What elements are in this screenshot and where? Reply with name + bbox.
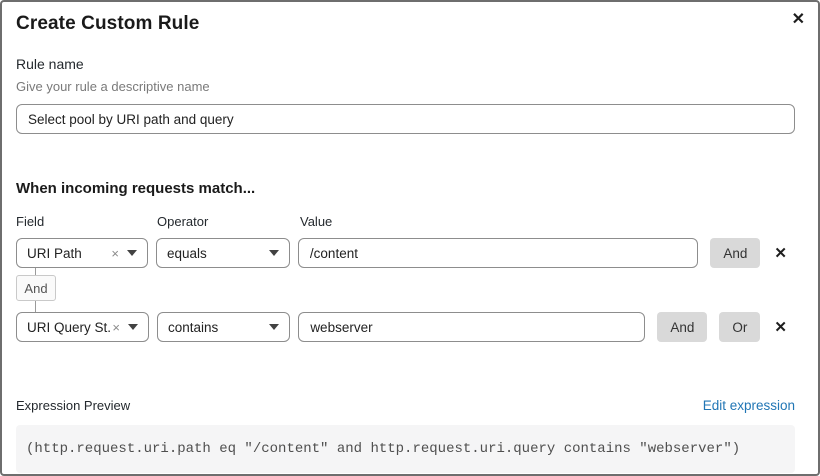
expression-preview-header: Expression Preview Edit expression <box>16 398 795 413</box>
chevron-down-icon <box>126 250 137 256</box>
condition-column-labels: Field Operator Value <box>16 214 795 229</box>
operator-select[interactable]: equals <box>155 238 290 268</box>
field-select[interactable]: URI Path × <box>16 238 148 268</box>
value-input[interactable] <box>298 312 646 342</box>
or-button[interactable]: Or <box>719 312 761 342</box>
operator-select-value: contains <box>168 319 219 335</box>
value-column-label: Value <box>300 214 333 229</box>
condition-row: URI Query St... × contains And Or ✕ <box>16 312 795 342</box>
rule-name-helper: Give your rule a descriptive name <box>16 79 210 94</box>
rule-name-input[interactable] <box>16 104 795 134</box>
chevron-down-icon <box>269 324 280 330</box>
field-select-value: URI Query St... <box>27 319 113 335</box>
field-column-label: Field <box>16 214 45 229</box>
operator-column-label: Operator <box>157 214 209 229</box>
match-section-heading: When incoming requests match... <box>16 180 256 197</box>
and-button[interactable]: And <box>710 238 761 268</box>
and-button[interactable]: And <box>657 312 708 342</box>
remove-condition-icon[interactable]: ✕ <box>768 319 793 336</box>
connector-and-chip: And <box>16 275 56 301</box>
operator-select-value: equals <box>166 245 207 261</box>
chevron-down-icon <box>128 324 138 330</box>
field-select[interactable]: URI Query St... × <box>16 312 149 342</box>
modal-title: Create Custom Rule <box>16 13 200 34</box>
condition-connector: And <box>16 268 56 312</box>
expression-preview-label: Expression Preview <box>16 398 131 413</box>
remove-condition-icon[interactable]: ✕ <box>768 245 793 262</box>
operator-select[interactable]: contains <box>157 312 291 342</box>
clear-selection-icon[interactable]: × <box>111 245 119 261</box>
rule-name-label: Rule name <box>16 56 84 72</box>
chevron-down-icon <box>268 250 279 256</box>
edit-expression-link[interactable]: Edit expression <box>702 398 795 413</box>
expression-code-block: (http.request.uri.path eq "/content" and… <box>16 425 795 473</box>
field-select-value: URI Path <box>27 245 82 261</box>
close-icon[interactable]: ✕ <box>788 8 809 32</box>
expression-code: (http.request.uri.path eq "/content" and… <box>26 441 741 457</box>
clear-selection-icon[interactable]: × <box>112 319 120 335</box>
connector-line <box>35 268 36 275</box>
connector-line <box>35 301 36 312</box>
value-input[interactable] <box>297 238 699 268</box>
condition-row: URI Path × equals And ✕ <box>16 238 795 268</box>
